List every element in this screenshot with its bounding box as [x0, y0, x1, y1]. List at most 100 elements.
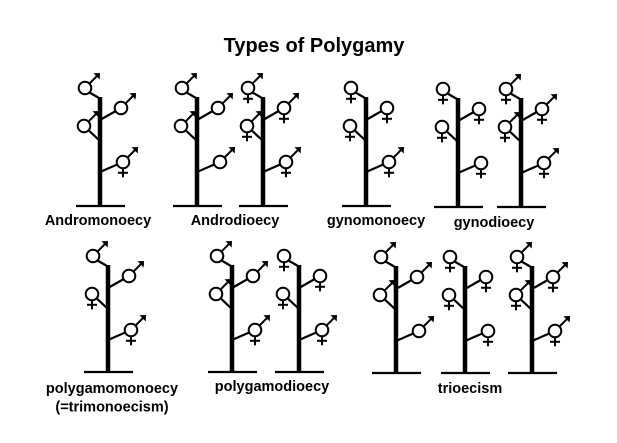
male-symbol-icon — [77, 73, 100, 96]
branch — [98, 163, 119, 174]
branch — [98, 110, 117, 122]
branch — [354, 91, 367, 100]
plant — [84, 241, 146, 374]
group-label: polygamodioecy — [215, 379, 329, 395]
female-symbol-icon — [478, 269, 494, 293]
branch — [95, 297, 110, 311]
branch — [364, 110, 383, 122]
branch — [530, 332, 551, 343]
male-symbol-icon — [245, 261, 268, 284]
hermaphrodite-symbol-icon — [534, 94, 557, 125]
hermaphrodite-symbol-icon — [247, 315, 270, 346]
female-symbol-icon — [342, 118, 358, 142]
branch — [520, 260, 533, 269]
female-symbol-icon — [379, 100, 395, 124]
group-label: gynomonoecy — [327, 213, 425, 229]
branch — [297, 278, 316, 290]
plant — [275, 248, 337, 374]
plant — [372, 242, 434, 375]
group-label: polygamomonoecy — [46, 381, 178, 397]
male-symbol-icon — [372, 280, 395, 303]
branch — [251, 91, 264, 100]
male-symbol-icon — [113, 93, 136, 116]
branch — [463, 332, 484, 343]
diagram-title: Types of Polygamy — [224, 35, 406, 57]
group-label: Androdioecy — [191, 213, 280, 229]
group-polygamodioecy: polygamodioecy — [208, 241, 337, 395]
group-andromonoecy: Andromonoecy — [45, 73, 151, 229]
male-symbol-icon — [85, 241, 108, 264]
branch — [463, 279, 482, 291]
male-symbol-icon — [409, 262, 432, 285]
branch — [394, 332, 415, 343]
plant — [441, 249, 496, 375]
female-symbol-icon — [480, 323, 496, 347]
branch — [452, 298, 467, 312]
hermaphrodite-symbol-icon — [508, 280, 531, 311]
branch — [445, 130, 460, 144]
group-androdioecy: Androdioecy — [173, 73, 301, 229]
female-symbol-icon — [471, 101, 487, 125]
hermaphrodite-symbol-icon — [115, 147, 138, 178]
group-gynomonoecy: gynomonoecy — [327, 80, 425, 229]
female-symbol-icon — [312, 268, 328, 292]
plant — [173, 73, 235, 208]
hermaphrodite-symbol-icon — [545, 262, 568, 293]
hermaphrodite-symbol-icon — [239, 111, 262, 142]
branch — [287, 259, 300, 268]
branch — [96, 259, 109, 268]
plant — [508, 242, 570, 375]
plant-groups: Andromonoecy Androdioecy gynomonoecy gynodi… — [45, 73, 570, 416]
male-symbol-icon — [411, 316, 434, 339]
hermaphrodite-symbol-icon — [498, 74, 521, 105]
branch — [384, 260, 397, 269]
male-symbol-icon — [212, 147, 235, 170]
branch — [261, 163, 282, 174]
group-label: Andromonoecy — [45, 213, 151, 229]
group-gynodioecy: gynodioecy — [434, 74, 559, 231]
branch — [184, 129, 199, 143]
group-label-subtitle: (=trimonoecism) — [55, 400, 168, 416]
group-label: gynodioecy — [454, 215, 535, 231]
hermaphrodite-symbol-icon — [314, 315, 337, 346]
male-symbol-icon — [209, 241, 232, 264]
plant — [497, 74, 559, 209]
plant — [239, 73, 301, 208]
female-symbol-icon — [275, 286, 291, 310]
male-symbol-icon — [76, 111, 99, 134]
plant — [434, 81, 489, 209]
hermaphrodite-symbol-icon — [536, 148, 559, 179]
branch — [106, 278, 125, 290]
female-symbol-icon — [434, 119, 450, 143]
branch — [195, 110, 214, 122]
male-symbol-icon — [173, 111, 196, 134]
hermaphrodite-symbol-icon — [497, 112, 520, 143]
branch — [230, 331, 251, 342]
branch — [250, 129, 265, 143]
female-symbol-icon — [84, 286, 100, 310]
branch — [519, 164, 540, 175]
branch — [185, 91, 198, 100]
branch — [519, 298, 534, 312]
hermaphrodite-symbol-icon — [278, 147, 301, 178]
branch — [220, 259, 233, 268]
branch — [446, 92, 459, 101]
branch — [195, 163, 216, 174]
female-symbol-icon — [435, 81, 451, 105]
hermaphrodite-symbol-icon — [240, 73, 263, 104]
female-symbol-icon — [276, 248, 292, 272]
group-label: trioecism — [438, 381, 502, 397]
branch — [106, 331, 127, 342]
branch — [230, 278, 249, 290]
branch — [508, 130, 523, 144]
branch — [297, 331, 318, 342]
branch — [394, 279, 413, 291]
male-symbol-icon — [174, 73, 197, 96]
female-symbol-icon — [343, 80, 359, 104]
branch — [383, 298, 398, 312]
branch — [519, 111, 538, 123]
branch — [219, 297, 234, 311]
female-symbol-icon — [442, 249, 458, 273]
